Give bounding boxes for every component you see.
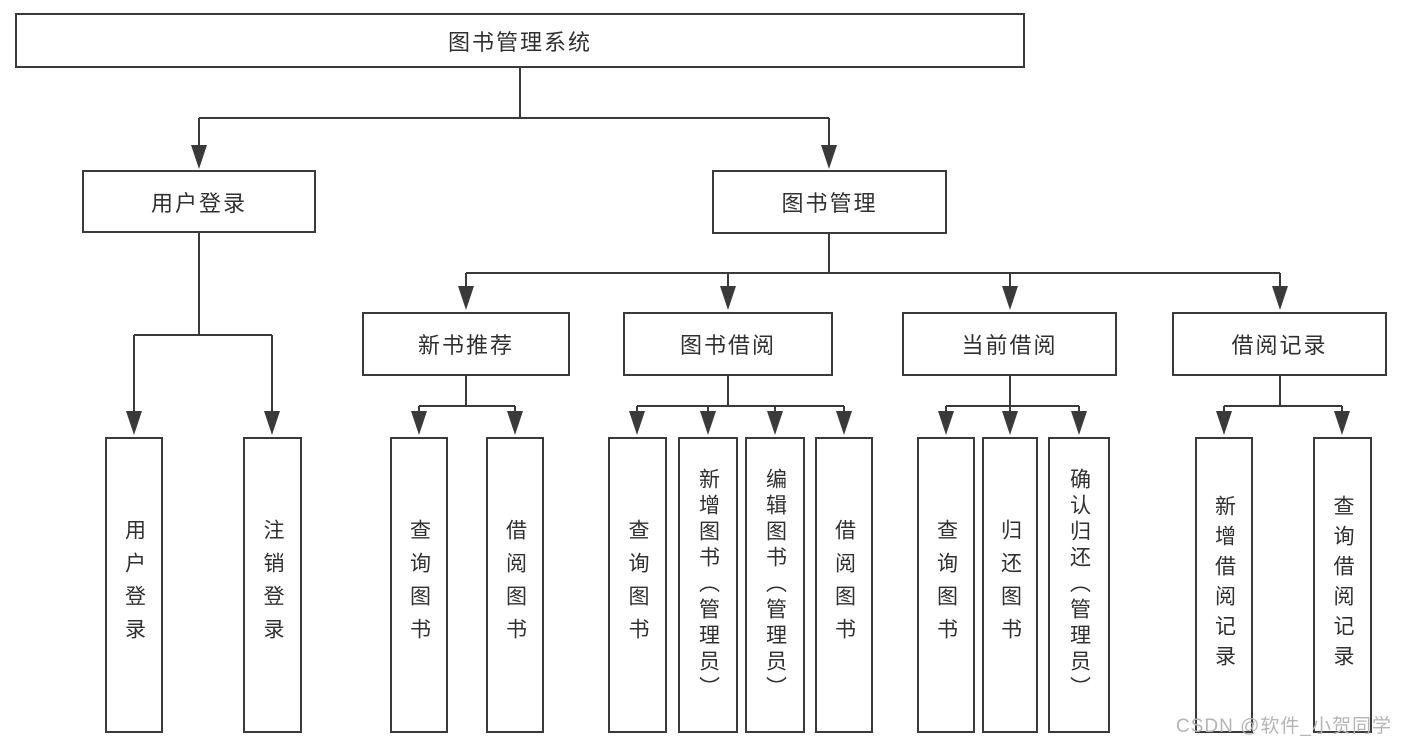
leaf-bb-borrow-books: 借阅图书: [815, 437, 873, 733]
leaf-bb-query-books-label: 查询图书: [626, 519, 649, 651]
leaf-user-login-label: 用户登录: [122, 519, 146, 651]
edge-group-book-mgmt: [458, 234, 1288, 310]
node-user-login: 用户登录: [82, 170, 316, 233]
leaf-br-add-record-label: 新增借阅记录: [1212, 495, 1236, 675]
leaf-br-query-record-label: 查询借阅记录: [1331, 495, 1354, 675]
leaf-br-query-record: 查询借阅记录: [1313, 437, 1372, 733]
leaf-cb-query-books: 查询图书: [917, 437, 975, 733]
leaf-bb-borrow-books-label: 借阅图书: [832, 519, 856, 651]
edge-group-root: [191, 68, 837, 169]
edge-group-borrow-records: [1216, 376, 1350, 435]
leaf-bb-add-books-admin-label: 新增图书（管理员）: [696, 468, 720, 702]
leaf-bb-edit-books-admin-label: 编辑图书（管理员）: [763, 468, 787, 702]
edge-group-new-book-rec: [411, 376, 523, 435]
leaf-rec-query-books-label: 查询图书: [407, 519, 431, 651]
leaf-logout: 注销登录: [243, 437, 302, 733]
leaf-cb-return-books-label: 归还图书: [998, 519, 1022, 651]
leaf-rec-query-books: 查询图书: [390, 437, 448, 733]
leaf-bb-query-books: 查询图书: [608, 437, 667, 733]
node-borrowing-records: 借阅记录: [1172, 312, 1387, 376]
node-book-borrowing: 图书借阅: [623, 312, 833, 376]
node-book-management: 图书管理: [712, 170, 947, 234]
node-current-borrowing: 当前借阅: [902, 312, 1117, 376]
leaf-rec-borrow-books: 借阅图书: [486, 437, 544, 733]
leaf-cb-query-books-label: 查询图书: [934, 519, 958, 651]
csdn-watermark: CSDN @软件_小贺同学: [1176, 716, 1392, 737]
leaf-bb-edit-books-admin: 编辑图书（管理员）: [745, 437, 805, 733]
leaf-rec-borrow-books-label: 借阅图书: [503, 519, 527, 651]
leaf-cb-confirm-return-admin-label: 确认归还（管理员）: [1067, 468, 1091, 702]
edge-group-current-borrow: [938, 376, 1087, 435]
node-root: 图书管理系统: [15, 13, 1025, 68]
leaf-bb-add-books-admin: 新增图书（管理员）: [678, 437, 738, 733]
node-new-book-recommend: 新书推荐: [362, 312, 570, 376]
leaf-cb-return-books: 归还图书: [982, 437, 1038, 733]
leaf-user-login: 用户登录: [105, 437, 163, 733]
leaf-logout-label: 注销登录: [261, 519, 284, 651]
leaf-cb-confirm-return-admin: 确认归还（管理员）: [1048, 437, 1110, 733]
edge-group-book-borrow: [629, 376, 852, 435]
edge-group-user-login: [126, 233, 280, 435]
leaf-br-add-record: 新增借阅记录: [1195, 437, 1253, 733]
